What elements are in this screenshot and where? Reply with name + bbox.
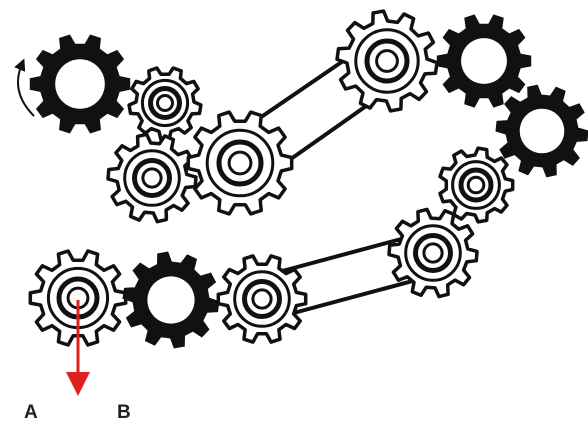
gear-axle	[466, 175, 486, 195]
gear-hub-ring	[458, 167, 494, 203]
gear-hole	[461, 38, 507, 84]
gear-hole	[55, 59, 105, 109]
gear-hub-ring	[242, 279, 282, 319]
belt-lower	[254, 230, 441, 322]
gear-bottom-left	[28, 249, 128, 347]
gear-body	[127, 66, 203, 141]
gear-inner-ring	[451, 160, 501, 210]
belt-strand	[254, 230, 430, 280]
gear-hub-ring	[132, 158, 172, 198]
overlay-layer	[14, 58, 90, 396]
gear-hub-ring	[148, 86, 182, 120]
gear-inner-ring	[205, 128, 275, 198]
gear-black-top-right	[436, 14, 532, 108]
gear-axle	[156, 94, 174, 112]
gear-inner-ring	[140, 78, 190, 128]
gear-axle	[251, 288, 273, 310]
gear-hole	[147, 276, 195, 324]
gear-axle	[422, 242, 444, 264]
gear-axle	[375, 49, 399, 73]
gear-black-right	[495, 84, 588, 178]
rotation-arrow-icon	[14, 58, 35, 117]
gear-body	[216, 254, 308, 344]
gear-body	[106, 132, 198, 224]
gear-top-center	[335, 9, 439, 113]
belt-strand	[265, 272, 441, 322]
gear-black-bottom	[122, 251, 220, 349]
gear-right-small	[438, 146, 515, 224]
gear-body	[335, 9, 439, 113]
gear-body	[186, 110, 294, 216]
gear-bottom-middle	[216, 254, 308, 344]
gear-body	[387, 207, 479, 299]
gear-right-lower	[387, 207, 479, 299]
gear-hub-ring	[364, 38, 410, 84]
gear-body	[28, 249, 128, 347]
label-b: B	[117, 402, 131, 423]
label-a: A	[24, 402, 38, 423]
gear-left-middle	[106, 132, 198, 224]
gear-inner-ring	[354, 28, 420, 94]
gear-layer	[28, 9, 588, 349]
gear-body	[438, 146, 515, 224]
gear-black-top-left	[29, 34, 131, 134]
gear-axle	[227, 150, 253, 176]
gear-inner-ring	[123, 149, 181, 207]
gear-center-middle	[186, 110, 294, 216]
gear-hub-ring	[216, 139, 264, 187]
gear-inner-ring	[404, 224, 462, 282]
gear-hole	[519, 108, 565, 154]
gear-hub-ring	[413, 233, 453, 273]
gear-small-top	[127, 66, 203, 141]
gear-inner-ring	[233, 270, 291, 328]
gear-axle	[141, 167, 163, 189]
